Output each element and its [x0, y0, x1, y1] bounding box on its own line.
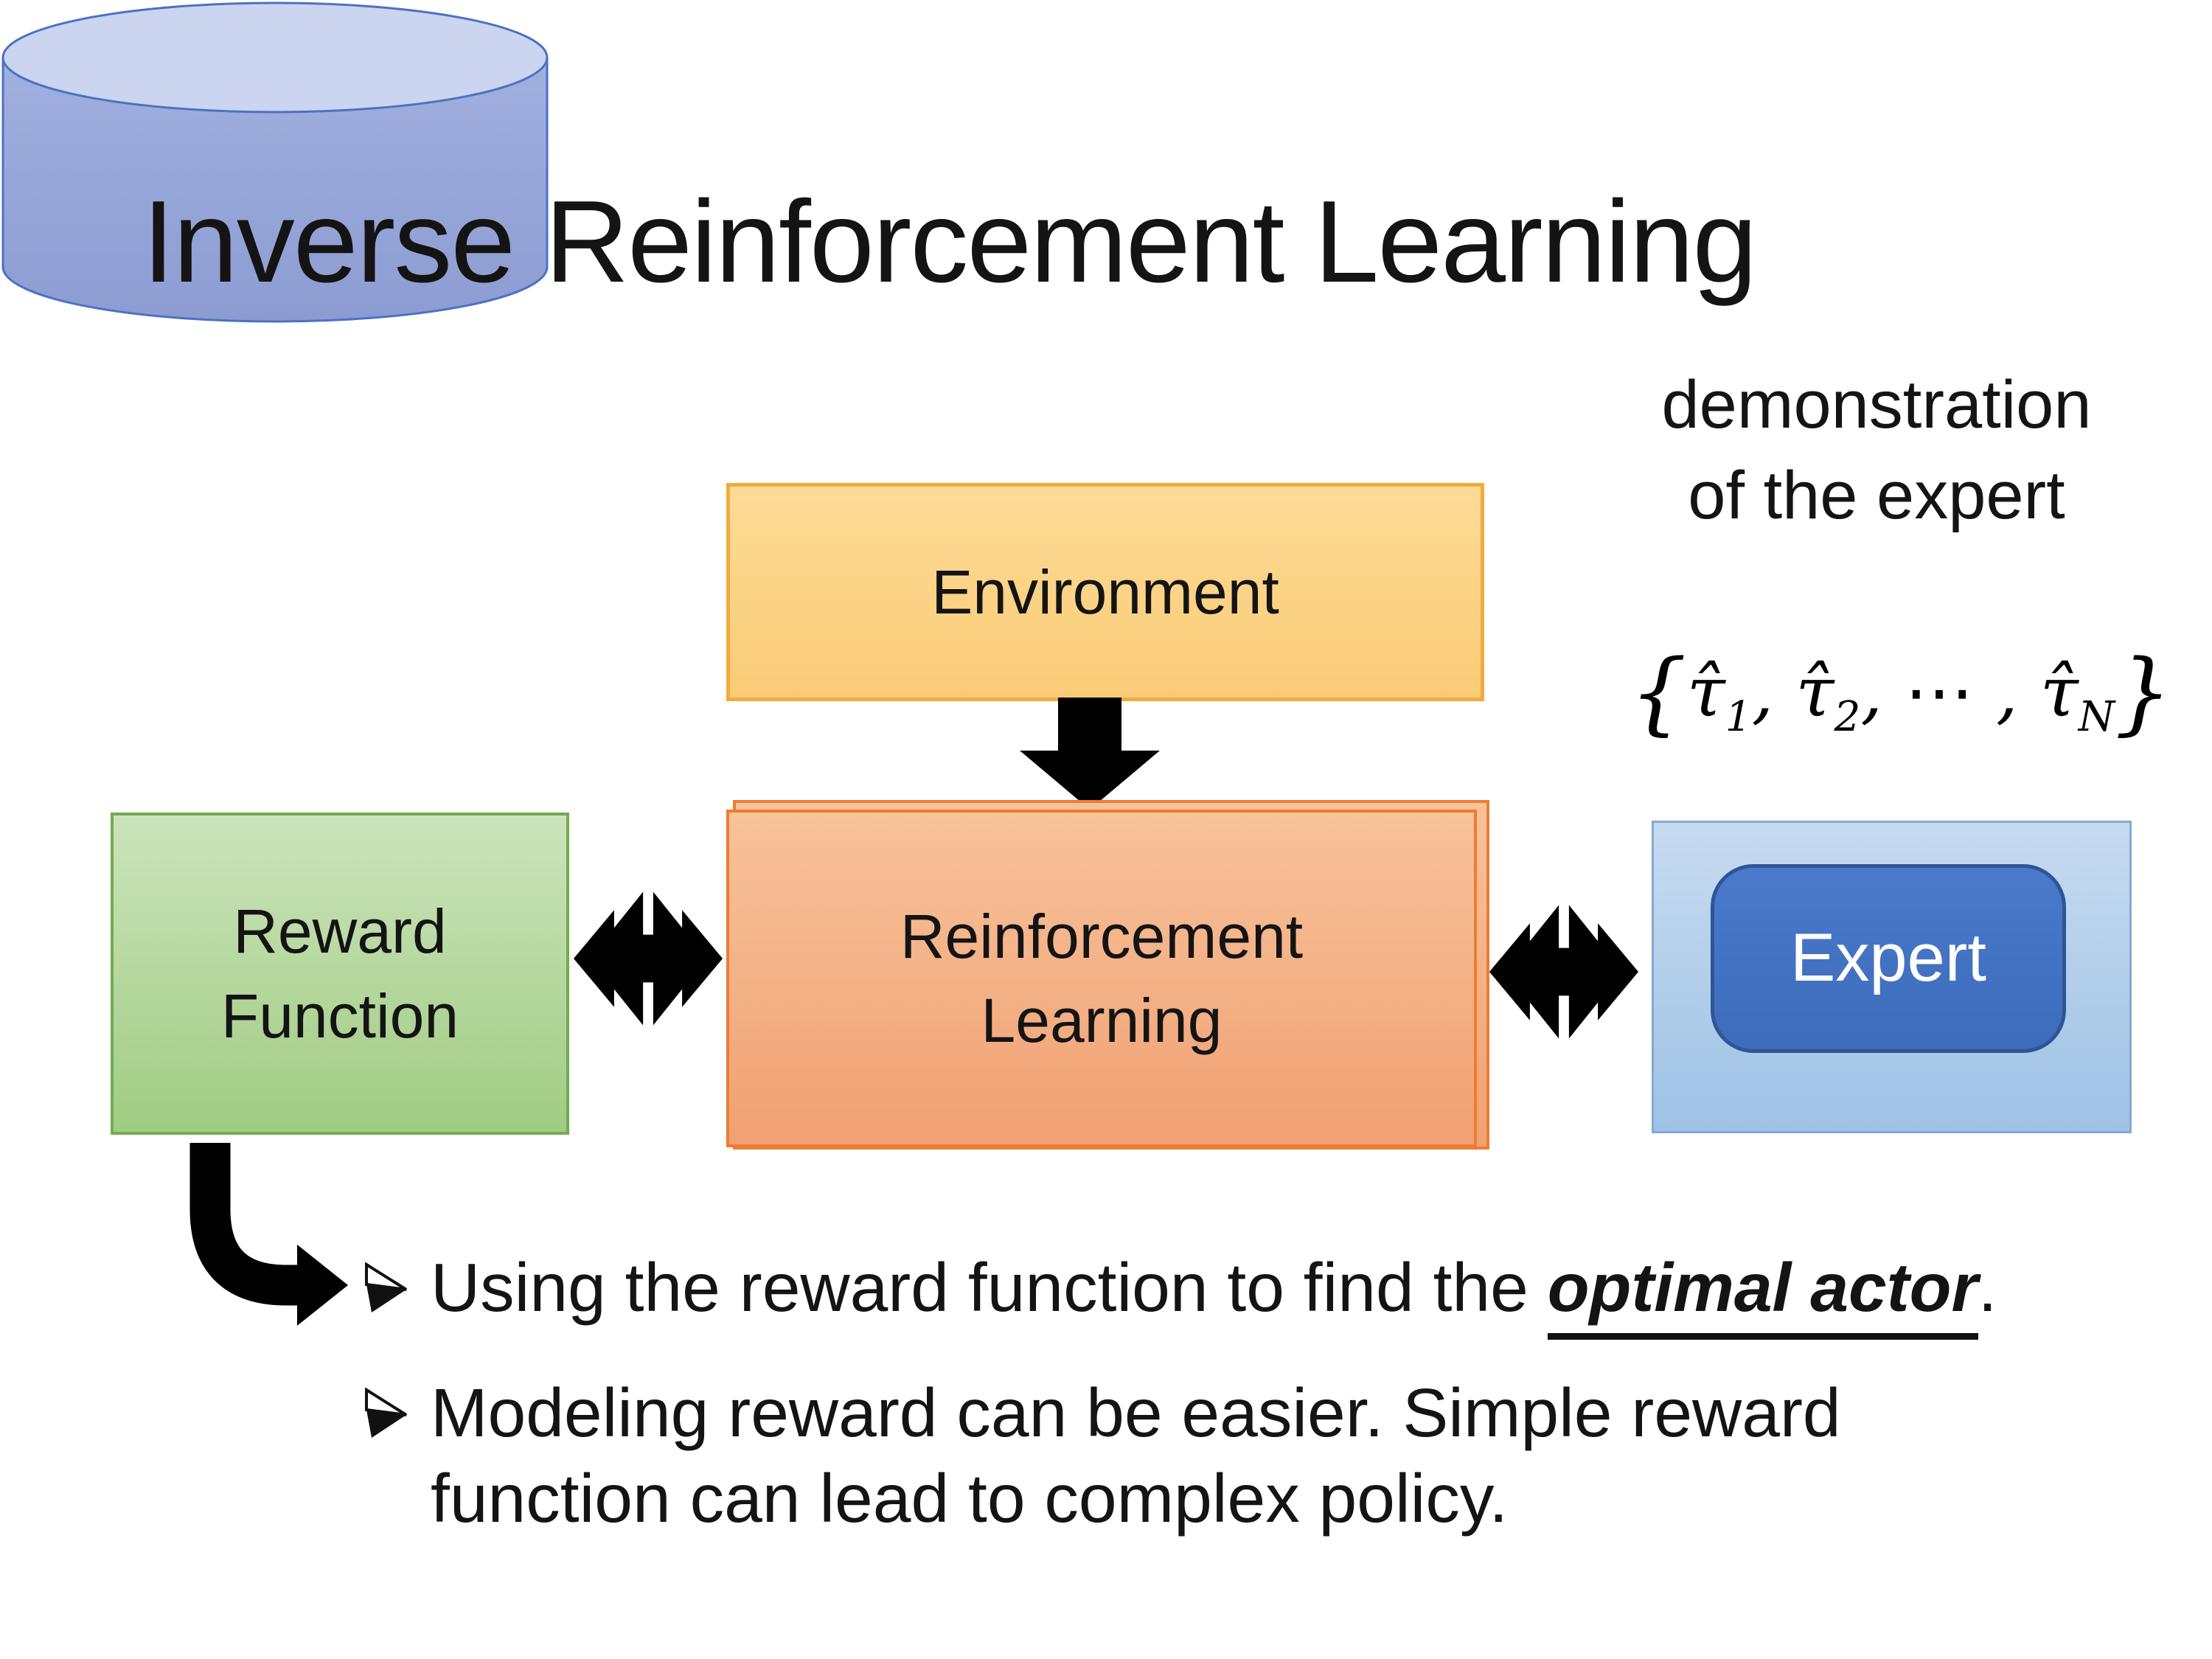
formula-cdots: ⋯ — [1905, 653, 1975, 734]
formula-rbrace: } — [2115, 640, 2172, 745]
formula-comma3: , — [1974, 653, 2040, 734]
environment-box-label: Environment — [931, 557, 1279, 627]
formula-sub1: 1 — [1725, 693, 1752, 742]
page-title: Inverse Reinforcement Learning — [142, 177, 1757, 307]
demonstration-database-cylinder — [1, 1, 549, 323]
formula-comma1: , — [1751, 653, 1796, 734]
demonstration-label: demonstration of the expert — [1618, 360, 2135, 542]
bullet-1-prefix: Using the reward function to find the — [431, 1249, 1548, 1326]
double-arrow-icon-left — [573, 883, 723, 1034]
bullet-arrow-icon — [365, 1262, 408, 1312]
double-arrow-icon-right — [1489, 896, 1639, 1048]
expert-box-label: Expert — [1790, 920, 1986, 996]
bullet-2-text: Modeling reward can be easier. Simple re… — [431, 1370, 1841, 1542]
formula-lbrace: { — [1630, 640, 1687, 745]
bullet-1-suffix: . — [1978, 1249, 1997, 1326]
trajectory-formula: {τ̂1, τ̂2, ⋯ , τ̂N} — [1630, 640, 2172, 745]
demonstration-label-line2: of the expert — [1688, 458, 2065, 534]
bullet-1: Using the reward function to find the op… — [363, 1245, 1997, 1340]
bent-arrow-icon — [189, 1143, 348, 1326]
reward-function-label-line1: Reward — [233, 897, 447, 967]
bullet-2: Modeling reward can be easier. Simple re… — [363, 1370, 1841, 1542]
formula-comma2: , — [1860, 653, 1905, 734]
down-arrow-icon — [1020, 698, 1160, 810]
reinforcement-learning-box: Reinforcement Learning — [726, 810, 1477, 1147]
reinforcement-learning-label-line2: Learning — [981, 986, 1222, 1055]
expert-box: Expert — [1711, 864, 2066, 1053]
bullet-1-emphasis: optimal actor — [1547, 1249, 1978, 1340]
formula-tau3: τ̂ — [2039, 653, 2079, 734]
formula-tau1: τ̂ — [1686, 653, 1725, 734]
formula-tau2: τ̂ — [1795, 653, 1834, 734]
formula-sub2: 2 — [1834, 693, 1861, 742]
formula-subN: N — [2078, 693, 2115, 742]
reward-function-box: Reward Function — [111, 813, 569, 1135]
bullet-2-line2: function can lead to complex policy. — [431, 1460, 1509, 1537]
bullet-1-text: Using the reward function to find the op… — [431, 1245, 1997, 1340]
reinforcement-learning-label-line1: Reinforcement — [900, 901, 1304, 971]
environment-box: Environment — [726, 483, 1484, 701]
demonstration-label-line1: demonstration — [1661, 367, 2092, 442]
bullet-arrow-icon — [365, 1388, 408, 1438]
reward-function-label-line2: Function — [220, 981, 459, 1051]
bullet-2-line1: Modeling reward can be easier. Simple re… — [431, 1374, 1841, 1451]
